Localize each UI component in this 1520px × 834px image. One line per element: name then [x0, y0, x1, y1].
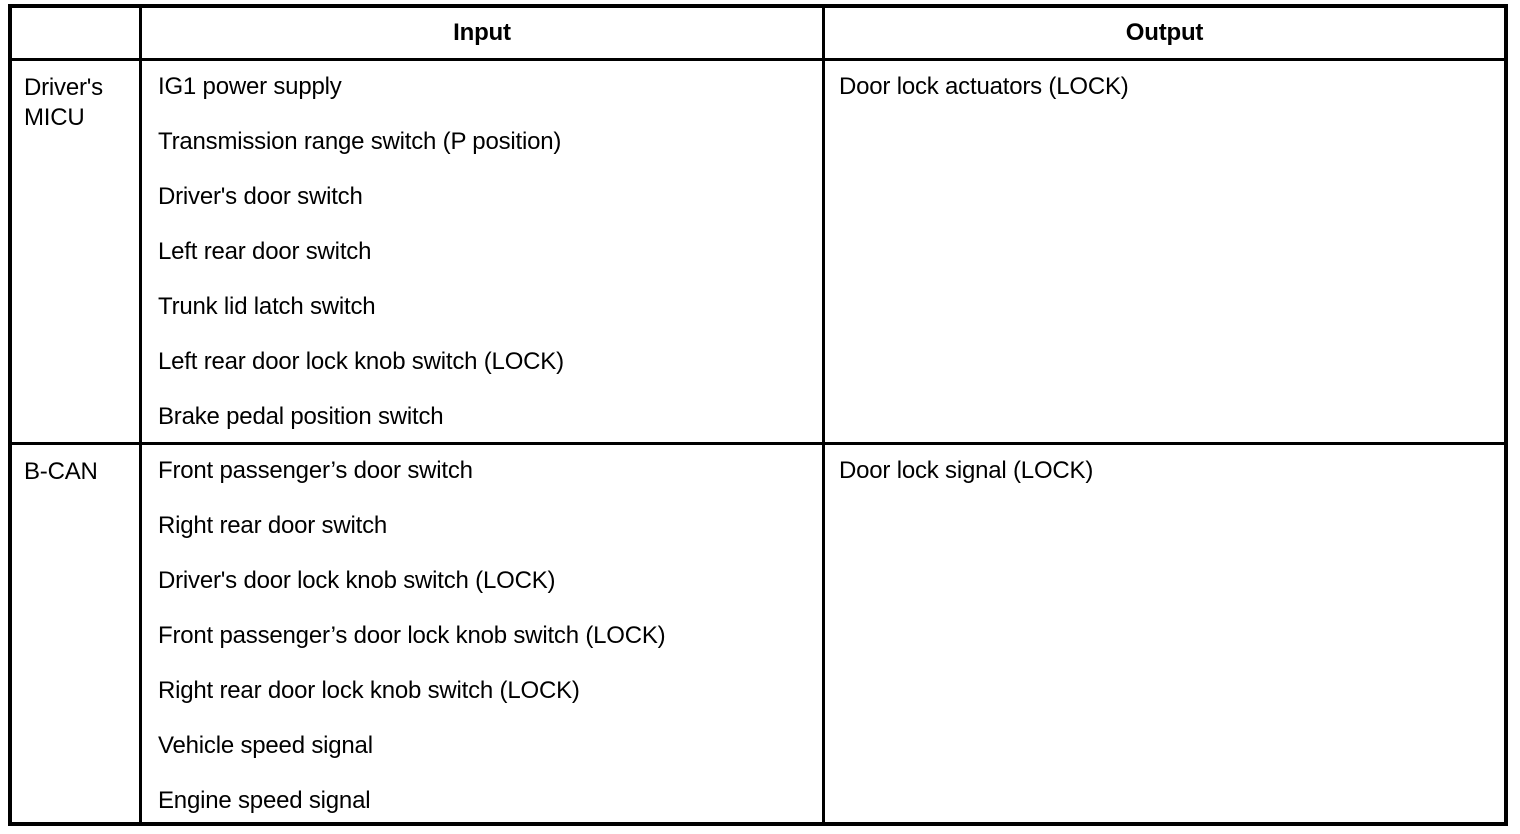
- table-row: B-CAN Front passenger’s door switch Righ…: [12, 445, 1504, 822]
- group-cell-drivers-micu: Driver's MICU: [12, 61, 142, 442]
- group-cell-b-can: B-CAN: [12, 445, 142, 822]
- output-cell-b-can: Door lock signal (LOCK): [825, 445, 1504, 822]
- input-cell-drivers-micu: IG1 power supply Transmission range swit…: [142, 61, 825, 442]
- list-item: Front passenger’s door lock knob switch …: [158, 622, 666, 649]
- list-item: Left rear door switch: [158, 238, 372, 265]
- input-item-list: IG1 power supply Transmission range swit…: [158, 73, 822, 431]
- list-item: IG1 power supply: [158, 73, 342, 100]
- input-item-list: Front passenger’s door switch Right rear…: [158, 457, 822, 815]
- list-item: Engine speed signal: [158, 787, 371, 814]
- group-label: B-CAN: [24, 458, 98, 485]
- list-item: Driver's door lock knob switch (LOCK): [158, 567, 556, 594]
- output-cell-drivers-micu: Door lock actuators (LOCK): [825, 61, 1504, 442]
- header-cell-output: Output: [825, 8, 1504, 58]
- header-label-output: Output: [1125, 19, 1204, 46]
- group-label: Driver's MICU: [24, 74, 103, 131]
- list-item: Right rear door lock knob switch (LOCK): [158, 677, 580, 704]
- input-output-table: Input Output Driver's MICU IG1 power sup…: [8, 4, 1508, 826]
- list-item: Front passenger’s door switch: [158, 457, 473, 484]
- list-item: Right rear door switch: [158, 512, 388, 539]
- table-row: Driver's MICU IG1 power supply Transmiss…: [12, 61, 1504, 445]
- header-corner-cell: [12, 8, 142, 58]
- output-item: Door lock actuators (LOCK): [839, 73, 1129, 100]
- list-item: Brake pedal position switch: [158, 403, 444, 430]
- header-label-input: Input: [453, 19, 511, 46]
- header-cell-input: Input: [142, 8, 825, 58]
- list-item: Vehicle speed signal: [158, 732, 373, 759]
- input-cell-b-can: Front passenger’s door switch Right rear…: [142, 445, 825, 822]
- list-item: Transmission range switch (P position): [158, 128, 562, 155]
- output-item: Door lock signal (LOCK): [839, 457, 1094, 484]
- list-item: Left rear door lock knob switch (LOCK): [158, 348, 564, 375]
- table-header-row: Input Output: [12, 8, 1504, 61]
- list-item: Driver's door switch: [158, 183, 363, 210]
- list-item: Trunk lid latch switch: [158, 293, 376, 320]
